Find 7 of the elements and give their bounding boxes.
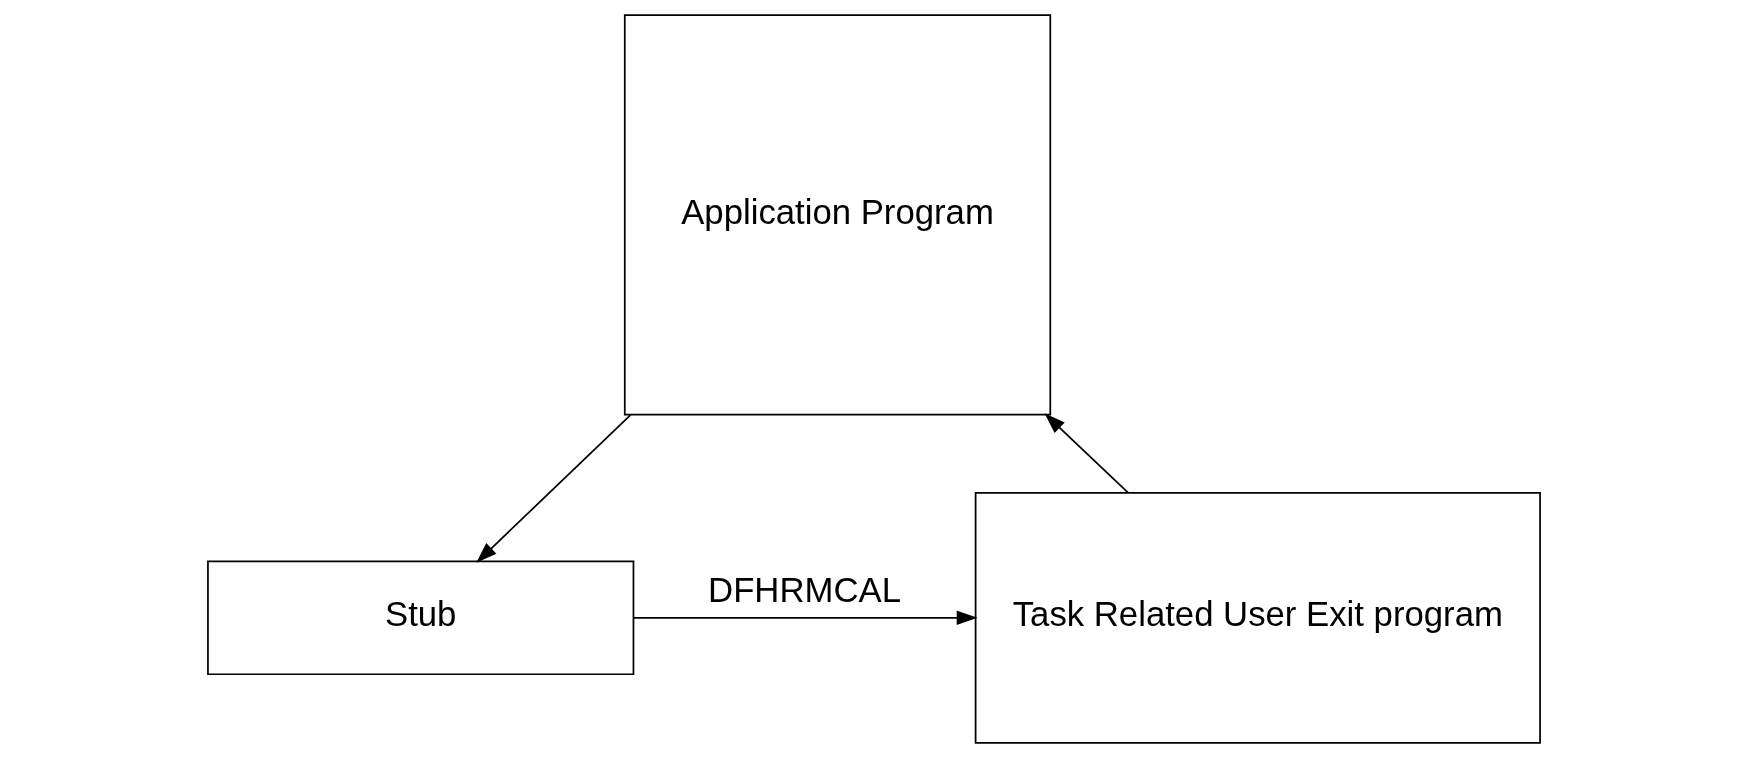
node-box: Task Related User Exit program <box>974 491 1541 744</box>
arrow <box>1044 413 1129 494</box>
node-box: Application Program <box>623 14 1052 416</box>
arrow <box>632 610 978 626</box>
edge-label: DFHRMCAL <box>708 571 901 610</box>
node-box: Stub <box>207 560 635 676</box>
arrow <box>476 414 632 563</box>
